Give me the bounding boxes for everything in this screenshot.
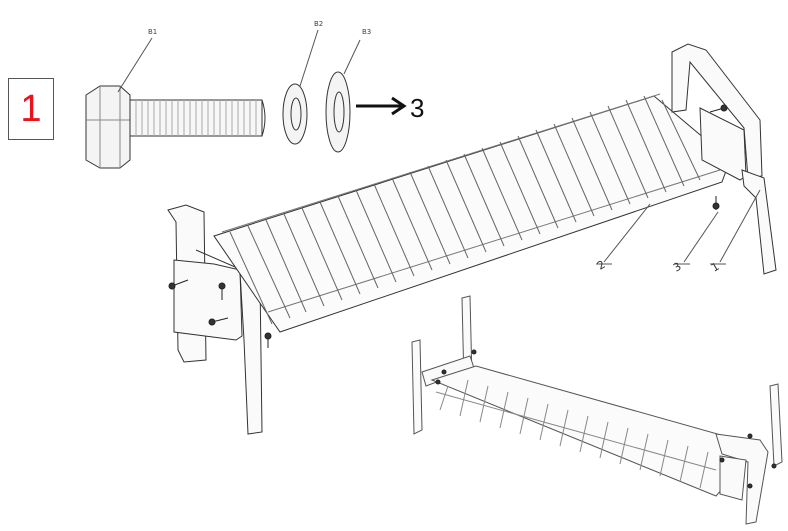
flat-washer-drawing <box>325 39 361 153</box>
callout-bolt-assembly: 3 <box>671 260 684 275</box>
slat-lines <box>229 95 701 325</box>
slat-seat <box>213 93 731 333</box>
left-leg-frame <box>167 204 263 435</box>
right-leg-frame <box>671 43 777 275</box>
bench-bolts <box>168 104 728 348</box>
underside-view-drawing <box>411 295 783 525</box>
arrow-icon <box>356 96 407 116</box>
label-flat-washer: B3 <box>362 28 371 36</box>
arrow-target-label: 3 <box>410 93 425 123</box>
spring-washer-drawing <box>282 29 319 145</box>
step-number-box: 1 <box>8 78 54 140</box>
bolt-drawing <box>85 37 266 169</box>
bench-drawing <box>167 43 777 435</box>
callout-leg-frame: 1 <box>709 260 722 275</box>
label-spring-washer: B2 <box>314 20 323 28</box>
step-number: 1 <box>20 88 42 130</box>
label-bolt: B1 <box>148 28 157 36</box>
